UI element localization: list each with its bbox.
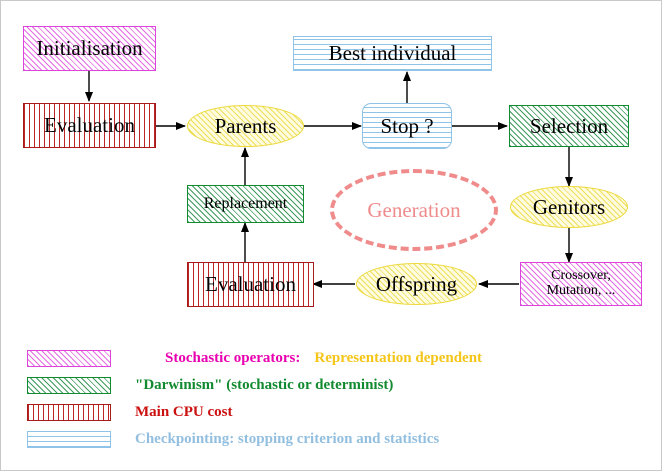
node-best-individual-label: Best individual xyxy=(328,41,457,66)
legend-row: Stochastic operators: Representation depe… xyxy=(27,345,627,372)
legend-row: "Darwinism" (stochastic or determinist) xyxy=(27,372,627,399)
node-genitors[interactable]: Genitors xyxy=(510,186,628,228)
generation-cycle: Generation xyxy=(330,169,498,251)
node-crossover-mutation-label: Crossover, Mutation, ... xyxy=(546,268,616,298)
node-offspring-label: Offspring xyxy=(375,271,458,296)
legend-row: Checkpointing: stopping criterion and st… xyxy=(27,426,627,453)
legend-row: Main CPU cost xyxy=(27,399,627,426)
legend: Stochastic operators: Representation depe… xyxy=(27,345,627,453)
legend-swatch-main-cpu-cost xyxy=(27,404,111,421)
node-offspring[interactable]: Offspring xyxy=(356,263,477,305)
legend-text-primary: Stochastic operators: xyxy=(165,350,301,366)
node-evaluation-bottom[interactable]: Evaluation xyxy=(187,262,314,307)
node-stop-label: Stop ? xyxy=(380,113,434,138)
node-evaluation-top[interactable]: Evaluation xyxy=(23,103,156,148)
generation-label: Generation xyxy=(367,197,461,222)
node-evaluation-bottom-label: Evaluation xyxy=(205,272,296,297)
node-initialisation-label: Initialisation xyxy=(36,36,143,61)
legend-swatch-darwinism xyxy=(27,377,111,394)
legend-text-secondary: Representation dependent xyxy=(314,350,483,366)
node-replacement[interactable]: Replacement xyxy=(187,185,304,223)
node-selection[interactable]: Selection xyxy=(509,105,629,147)
node-genitors-label: Genitors xyxy=(532,194,606,219)
node-parents-label: Parents xyxy=(214,113,277,138)
node-parents[interactable]: Parents xyxy=(187,105,304,147)
node-selection-label: Selection xyxy=(529,113,609,138)
legend-label-darwinism: "Darwinism" (stochastic or determinist) xyxy=(135,377,394,393)
legend-label-stochastic-operators: Stochastic operators: Representation depe… xyxy=(135,333,482,384)
legend-swatch-stochastic-operators xyxy=(27,350,111,367)
legend-swatch-checkpointing xyxy=(27,431,111,448)
node-evaluation-top-label: Evaluation xyxy=(44,113,135,138)
node-best-individual[interactable]: Best individual xyxy=(293,36,492,71)
node-replacement-label: Replacement xyxy=(203,194,288,212)
node-initialisation[interactable]: Initialisation xyxy=(23,26,156,71)
node-stop[interactable]: Stop ? xyxy=(362,103,452,149)
node-crossover-mutation[interactable]: Crossover, Mutation, ... xyxy=(520,262,642,306)
legend-label-main-cpu-cost: Main CPU cost xyxy=(135,404,233,420)
legend-label-checkpointing: Checkpointing: stopping criterion and st… xyxy=(135,431,440,447)
